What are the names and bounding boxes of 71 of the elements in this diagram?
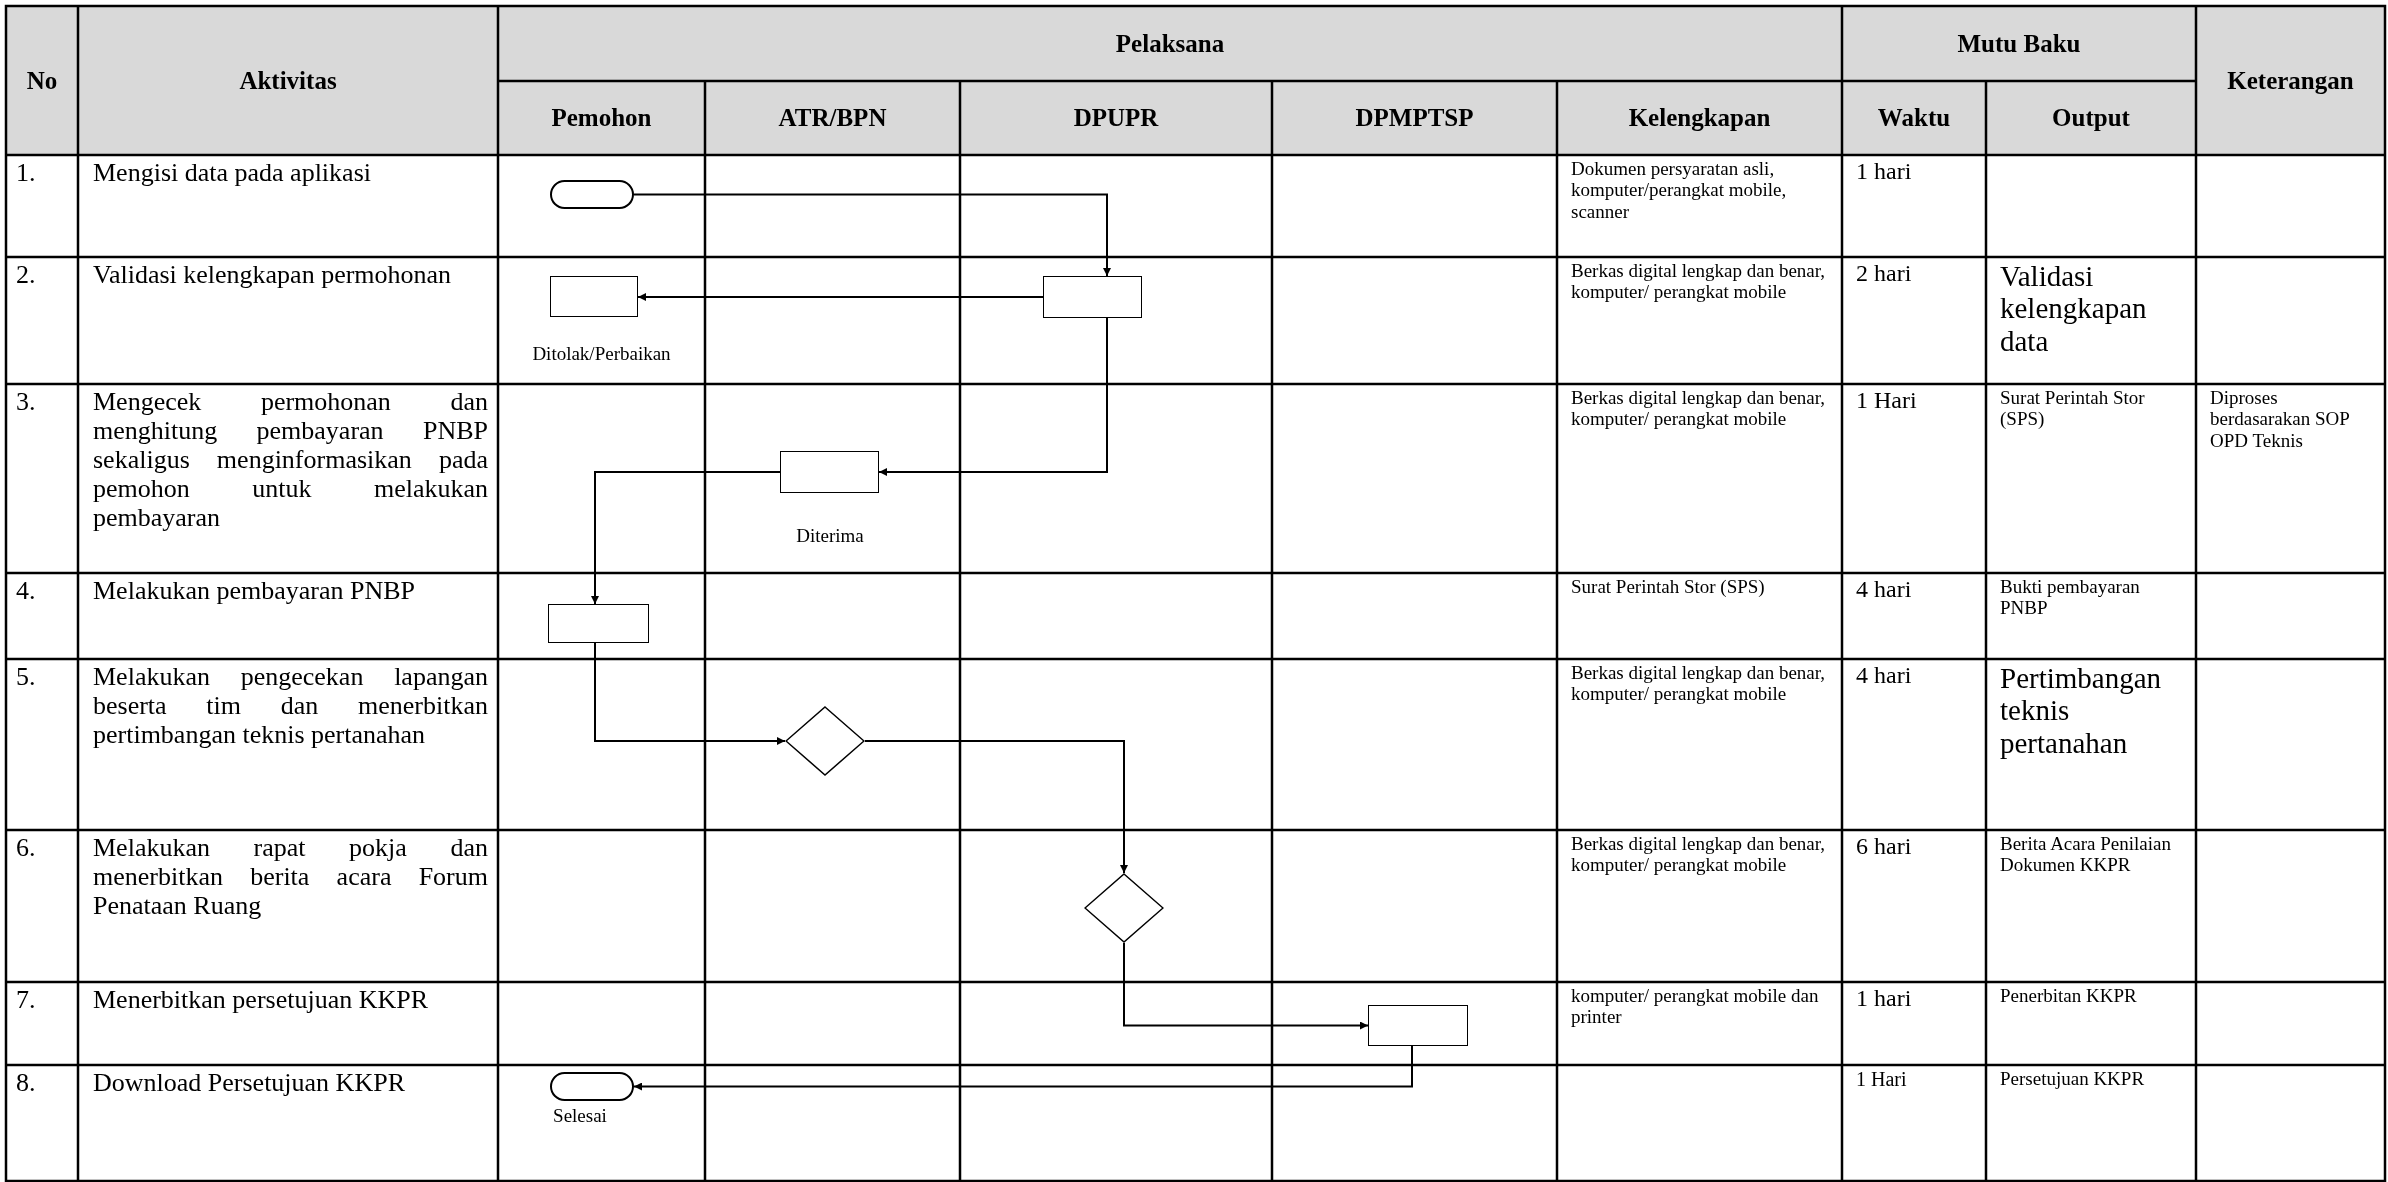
requirement-text: Dokumen persyaratan asli, komputer/perangkat mobile, scanner xyxy=(1571,158,1788,222)
flow-arrow xyxy=(864,740,1128,874)
requirement-text: Berkas digital lengkap dan benar, komputer/ perangkat mobile xyxy=(1571,260,1827,303)
output-text: Penerbitan KKPR xyxy=(2000,985,2138,1007)
row-number: 4. xyxy=(16,576,37,606)
row-number: 7. xyxy=(16,985,37,1015)
flow-arrow xyxy=(633,1045,1413,1091)
activity-text: Melakukan rapat pokja dan menerbitkan berita acara Forum Penataan Ruang xyxy=(93,833,488,921)
process-box xyxy=(780,451,879,493)
terminator-shape xyxy=(550,1072,634,1101)
activity-text: Menerbitkan persetujuan KKPR xyxy=(93,985,430,1015)
flow-arrow xyxy=(637,293,1044,301)
column-header: Aktivitas xyxy=(239,65,337,96)
branch-label: Diterima xyxy=(795,524,865,548)
process-box xyxy=(550,276,638,317)
terminator-shape xyxy=(550,180,634,209)
column-header: ATR/BPN xyxy=(778,103,887,134)
requirement-text: Berkas digital lengkap dan benar, komputer/ perangkat mobile xyxy=(1571,387,1827,430)
process-box xyxy=(1368,1005,1468,1046)
output-text: Validasi kelengkapan data xyxy=(2000,260,2148,358)
row-number: 2. xyxy=(16,260,37,290)
column-header: Pelaksana xyxy=(1115,28,1225,59)
requirement-text: Berkas digital lengkap dan benar, komputer/ perangkat mobile xyxy=(1571,662,1827,705)
flow-arrow xyxy=(878,317,1108,476)
column-header: Pemohon xyxy=(551,103,652,134)
column-header: No xyxy=(26,65,58,96)
requirement-text: Surat Perintah Stor (SPS) xyxy=(1571,576,1766,598)
branch-label: Ditolak/Perbaikan xyxy=(531,342,672,366)
flow-arrow xyxy=(633,193,1111,277)
column-header: Mutu Baku xyxy=(1957,28,2081,59)
row-number: 3. xyxy=(16,387,37,417)
column-header: Kelengkapan xyxy=(1628,103,1771,134)
row-number: 1. xyxy=(16,158,37,188)
column-header: DPUPR xyxy=(1073,103,1159,134)
requirement-text: komputer/ perangkat mobile dan printer xyxy=(1571,985,1820,1028)
duration-text: 6 hari xyxy=(1856,833,1913,860)
column-header: Waktu xyxy=(1877,103,1951,134)
decision-diamond xyxy=(785,706,865,776)
flow-arrow xyxy=(594,642,786,745)
output-text: Pertimbangan teknis pertanahan xyxy=(2000,662,2163,760)
duration-text: 4 hari xyxy=(1856,576,1913,603)
activity-text: Download Persetujuan KKPR xyxy=(93,1068,406,1098)
process-box xyxy=(1043,276,1142,318)
branch-label: Selesai xyxy=(552,1104,608,1128)
output-text: Bukti pembayaran PNBP xyxy=(2000,576,2141,619)
row-number: 6. xyxy=(16,833,37,863)
row-number: 5. xyxy=(16,662,37,692)
flow-arrow xyxy=(1123,942,1369,1030)
column-header: DPMPTSP xyxy=(1355,103,1474,134)
output-text: Berita Acara Penilaian Dokumen KKPR xyxy=(2000,833,2172,876)
duration-text: 1 hari xyxy=(1856,985,1913,1012)
flow-arrow xyxy=(591,471,781,605)
note-text: Diproses berdasarakan SOP OPD Teknis xyxy=(2210,387,2351,451)
column-header: Output xyxy=(2052,103,2130,134)
activity-text: Mengisi data pada aplikasi xyxy=(93,158,372,188)
decision-diamond xyxy=(1084,873,1164,943)
duration-text: 2 hari xyxy=(1856,260,1913,287)
process-box xyxy=(548,604,649,643)
row-number: 8. xyxy=(16,1068,37,1098)
duration-text: 1 Hari xyxy=(1856,387,1918,414)
output-text: Surat Perintah Stor (SPS) xyxy=(2000,387,2146,430)
output-text: Persetujuan KKPR xyxy=(2000,1068,2146,1090)
activity-text: Mengecek permohonan dan menghitung pembayaran PNBP sekaligus menginformasikan pada pemohon untuk melakukan pembayaran xyxy=(93,387,488,533)
duration-text: 1 Hari xyxy=(1856,1068,1908,1091)
activity-text: Melakukan pengecekan lapangan beserta tim dan menerbitkan pertimbangan teknis pertanahan xyxy=(93,662,488,750)
activity-text: Melakukan pembayaran PNBP xyxy=(93,576,417,606)
column-header: Keterangan xyxy=(2227,65,2354,96)
duration-text: 4 hari xyxy=(1856,662,1913,689)
duration-text: 1 hari xyxy=(1856,158,1913,185)
activity-text: Validasi kelengkapan permohonan xyxy=(93,260,453,290)
requirement-text: Berkas digital lengkap dan benar, komputer/ perangkat mobile xyxy=(1571,833,1827,876)
